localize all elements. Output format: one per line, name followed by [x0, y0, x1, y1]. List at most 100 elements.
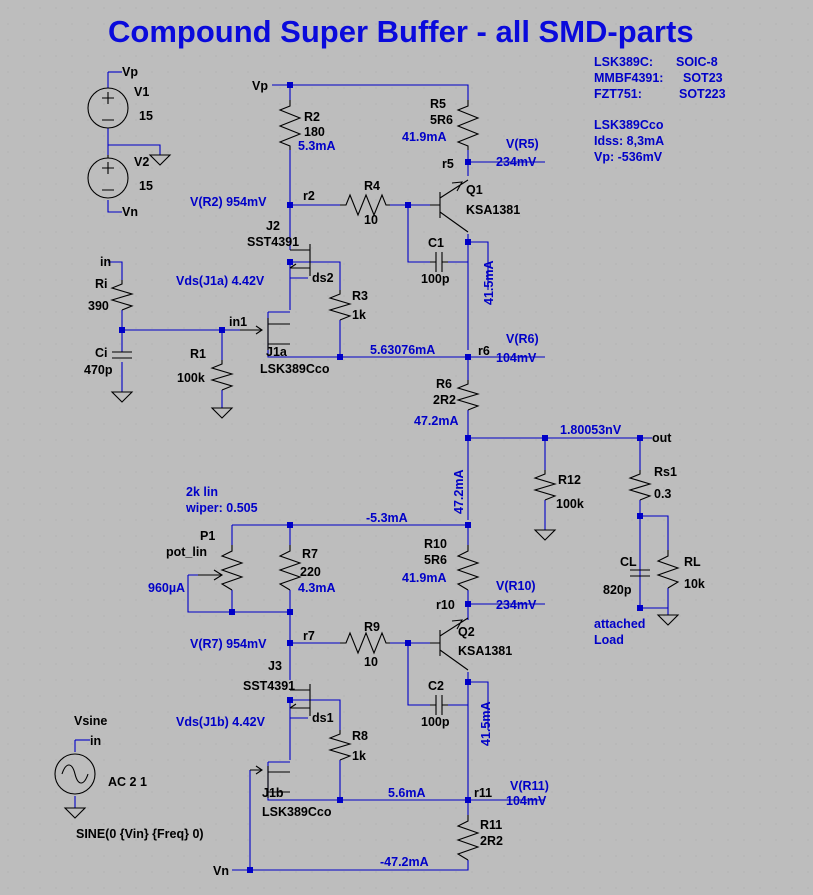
readout-v-r5: 234mV [496, 155, 537, 169]
J3-symbol [289, 684, 311, 716]
R1-symbol [210, 360, 234, 391]
readout-v-r2: V(R2) 954mV [190, 195, 267, 209]
net-r2: r2 [303, 189, 315, 203]
J2-symbol [289, 244, 311, 276]
label-R9: R9 [364, 620, 380, 634]
CL-symbol [630, 569, 650, 577]
note-idss: Idss: 8,3mA [594, 134, 664, 148]
readout-i-r3: 5.63076mA [370, 343, 435, 357]
value-Vsine-ac: AC 2 1 [108, 775, 147, 789]
readout-i-wiper: 960µA [148, 581, 185, 595]
value-Vsine-spec: SINE(0 {Vin} {Freq} 0) [76, 827, 204, 841]
value-R6: 2R2 [433, 393, 456, 407]
note-wiper: wiper: 0.505 [185, 501, 258, 515]
readout-i-q1: 41.5mA [482, 261, 496, 305]
R12-symbol [533, 470, 557, 501]
net-in: in [100, 255, 111, 269]
net-r7: r7 [303, 629, 315, 643]
net-r10: r10 [436, 598, 455, 612]
page-title: Compound Super Buffer - all SMD-parts [108, 14, 694, 49]
net-vp: Vp [252, 79, 268, 93]
readout-v-out: 1.80053nV [560, 423, 622, 437]
readout-i-r2: 5.3mA [298, 139, 336, 153]
label-R8: R8 [352, 729, 368, 743]
label-R6: R6 [436, 377, 452, 391]
label-CL: CL [620, 555, 637, 569]
J1a-symbol [240, 318, 290, 350]
note-attached: attached [594, 617, 645, 631]
label-Ci: Ci [95, 346, 108, 360]
label-J3: J3 [268, 659, 282, 673]
value-R7: 220 [300, 565, 321, 579]
P1-symbol [220, 545, 244, 591]
value-R9: 10 [364, 655, 378, 669]
readout-i-r8: 5.6mA [388, 786, 426, 800]
value-R12: 100k [556, 497, 584, 511]
readout-i-vn: -47.2mA [380, 855, 429, 869]
readout-i-r5: 41.9mA [402, 130, 446, 144]
readout-i-q2: 41.5mA [479, 702, 493, 746]
Q1-symbol [430, 179, 469, 233]
Q2-symbol [430, 617, 469, 671]
readout-v-r10: 234mV [496, 598, 537, 612]
note-mmbf-pkg: SOT23 [683, 71, 723, 85]
net-ds2: ds2 [312, 271, 334, 285]
value-R2: 180 [304, 125, 325, 139]
value-R1: 100k [177, 371, 205, 385]
value-J3: SST4391 [243, 679, 295, 693]
label-C1: C1 [428, 236, 444, 250]
C1-symbol [430, 252, 448, 272]
value-J1a: LSK389Cco [260, 362, 330, 376]
label-C2: C2 [428, 679, 444, 693]
ground-icon [148, 154, 172, 166]
note-fzt-pkg: SOT223 [679, 87, 726, 101]
Vsine-symbol [54, 753, 96, 795]
net-r5: r5 [442, 157, 454, 171]
R9-symbol [340, 631, 390, 655]
R6-symbol [456, 380, 480, 411]
value-Q1: KSA1381 [466, 203, 520, 217]
net-in-vsine: in [90, 734, 101, 748]
R4-symbol [340, 193, 390, 217]
readout-v-r6: 104mV [496, 351, 537, 365]
R10-symbol [456, 545, 480, 591]
label-R2: R2 [304, 110, 320, 124]
note-fzt: FZT751: [594, 87, 642, 101]
label-Q1: Q1 [466, 183, 483, 197]
value-Rs1: 0.3 [654, 487, 671, 501]
value-R5: 5R6 [430, 113, 453, 127]
RL-symbol [656, 550, 680, 589]
readout-i-r6: 47.2mA [414, 414, 458, 428]
value-V2: 15 [139, 179, 153, 193]
R2-symbol [278, 100, 302, 150]
readout-v-ds-j1b: Vds(J1b) 4.42V [176, 715, 266, 729]
R11-symbol [456, 815, 480, 861]
value-C2: 100p [421, 715, 450, 729]
value-Ri: 390 [88, 299, 109, 313]
value-R11: 2R2 [480, 834, 503, 848]
label-Rs1: Rs1 [654, 465, 677, 479]
junctions [119, 82, 643, 873]
value-J1b: LSK389Cco [262, 805, 332, 819]
readout-i-r10: 41.9mA [402, 571, 446, 585]
value-V1: 15 [139, 109, 153, 123]
label-RL: RL [684, 555, 701, 569]
value-R4: 10 [364, 213, 378, 227]
note-pot-type: 2k lin [186, 485, 218, 499]
J1b-symbol [250, 765, 290, 798]
readout-v-r11-label: V(R11) [510, 779, 549, 793]
readout-i-r7: 4.3mA [298, 581, 336, 595]
note-model: LSK389Cco [594, 118, 664, 132]
value-Q2: KSA1381 [458, 644, 512, 658]
net-r11: r11 [474, 786, 492, 800]
label-R5: R5 [430, 97, 446, 111]
note-mmbf: MMBF4391: [594, 71, 663, 85]
net-vn-v2: Vn [122, 205, 138, 219]
readout-v-ds-j1a: Vds(J1a) 4.42V [176, 274, 265, 288]
label-R10: R10 [424, 537, 447, 551]
note-load: Load [594, 633, 624, 647]
value-R10: 5R6 [424, 553, 447, 567]
R5-symbol [456, 100, 480, 150]
